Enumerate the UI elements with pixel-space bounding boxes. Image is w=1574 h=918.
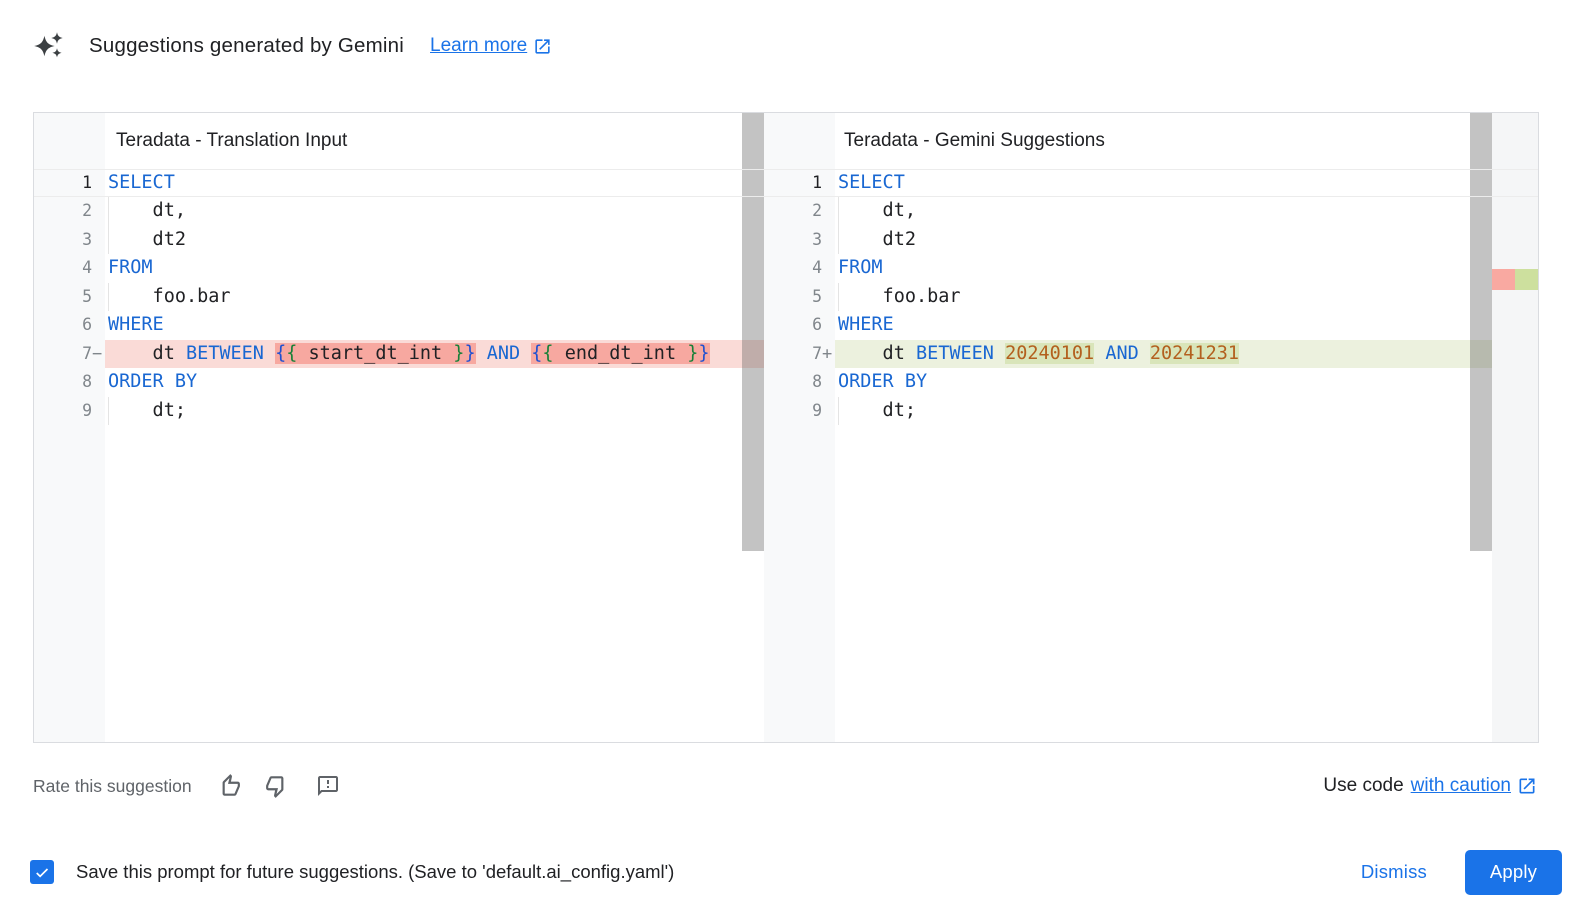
line-number: 7− (82, 343, 103, 364)
code-line: 7− dt BETWEEN {{ start_dt_int }} AND {{ … (34, 339, 764, 369)
code-line: 5 foo.bar (764, 282, 1492, 312)
code-line: 5 foo.bar (34, 282, 764, 312)
line-number: 3 (812, 229, 822, 249)
line-number: 6 (812, 315, 822, 335)
dismiss-button[interactable]: Dismiss (1360, 861, 1427, 882)
page-title: Suggestions generated by Gemini (89, 34, 405, 57)
thumb-up-icon (222, 774, 240, 796)
suggestions-header: Suggestions generated by Gemini Learn mo… (33, 30, 552, 62)
line-number-gutter (34, 113, 105, 742)
line-number: 9 (82, 400, 92, 420)
diff-change-marker (1492, 269, 1538, 290)
diff-overview-ruler (1492, 113, 1538, 742)
line-number: 9 (812, 400, 822, 420)
bottom-action-bar: Save this prompt for future suggestions.… (30, 846, 1562, 898)
panel-title-suggestions: Teradata - Gemini Suggestions (844, 130, 1105, 151)
added-marker (1515, 269, 1538, 290)
rate-label: Rate this suggestion (33, 775, 192, 796)
thumb-down-icon (265, 776, 283, 798)
line-number: 8 (812, 372, 822, 392)
code-line: 9 dt; (34, 396, 764, 426)
line-number: 4 (812, 258, 822, 278)
gemini-sparkle-icon (34, 32, 63, 58)
learn-more-link[interactable]: Learn more (430, 35, 552, 57)
line-number: 1 (82, 173, 92, 192)
line-number: 2 (82, 201, 92, 221)
scrollbar-right (1470, 113, 1492, 742)
use-code-label: Use code (1323, 775, 1404, 796)
line-number-gutter (764, 113, 835, 742)
thumb-up-button[interactable] (214, 772, 242, 800)
line-number: 2 (812, 201, 822, 221)
line-number: 5 (82, 286, 92, 306)
code-line: 9 dt; (764, 396, 1492, 426)
scrollbar-thumb[interactable] (742, 113, 764, 551)
line-number: 8 (82, 372, 92, 392)
feedback-button[interactable] (314, 772, 342, 800)
save-prompt-label: Save this prompt for future suggestions.… (76, 861, 675, 882)
scrollbar-thumb[interactable] (1470, 113, 1492, 551)
scrollbar-left (742, 113, 764, 742)
apply-button[interactable]: Apply (1465, 849, 1562, 895)
external-link-icon (1519, 778, 1535, 794)
line-number: 3 (82, 229, 92, 249)
save-prompt-checkbox[interactable] (30, 860, 54, 884)
external-link-icon (535, 38, 550, 54)
code-line: 2 dt, (764, 197, 1492, 227)
removed-marker (1492, 269, 1515, 290)
suggestion-footer: Rate this suggestion Use code with cauti… (33, 764, 1537, 808)
code-line: 3 dt2 (764, 225, 1492, 255)
with-caution-link[interactable]: with caution (1411, 775, 1537, 797)
line-number: 4 (82, 258, 92, 278)
code-line: 7+ dt BETWEEN 20240101 AND 20241231 (764, 339, 1492, 369)
thumb-down-button[interactable] (264, 772, 292, 800)
line-number: 1 (812, 173, 822, 192)
code-line: 3 dt2 (34, 225, 764, 255)
line-number: 5 (812, 286, 822, 306)
feedback-icon (317, 776, 338, 796)
code-line: 2 dt, (34, 197, 764, 227)
checkmark-icon (36, 868, 49, 878)
line-number: 6 (82, 315, 92, 335)
panel-title-input: Teradata - Translation Input (116, 130, 348, 151)
line-number: 7+ (812, 343, 833, 364)
